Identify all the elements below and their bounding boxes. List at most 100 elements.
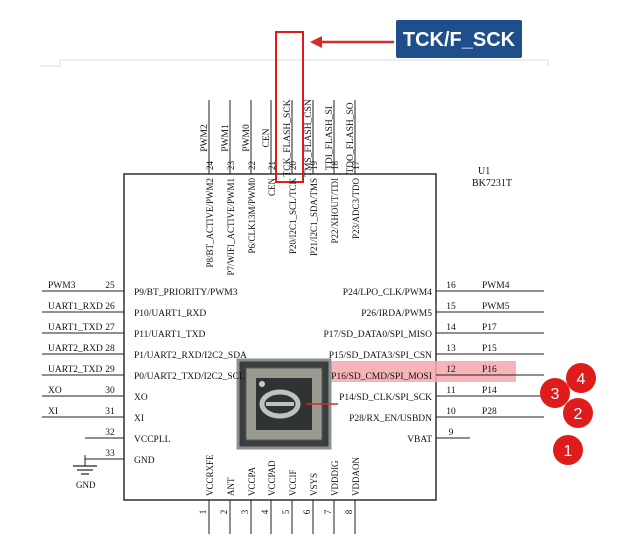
net-label: XI: [48, 407, 58, 417]
pin-name: P14/SD_CLK/SPI_SCK: [339, 393, 432, 403]
pin-name: P6/CLK13M/PWM0: [247, 178, 257, 254]
pin-number: 15: [446, 302, 456, 312]
net-label: P15: [482, 344, 497, 354]
chip-body: [123, 173, 437, 501]
pin-name: VCCPA: [247, 466, 257, 496]
pin-number: 22: [247, 161, 257, 170]
pin-name: P1/UART2_RXD/I2C2_SDA: [134, 351, 247, 361]
pin-number: 28: [105, 344, 115, 354]
pin-number: 11: [446, 386, 455, 396]
callout-label: TCK/F_SCK: [403, 29, 516, 51]
net-label: CEN: [262, 128, 272, 147]
pin-name: P20/I2C1_SCL/TCK: [288, 178, 298, 255]
pin-number: 32: [105, 428, 115, 438]
number-marker: 4: [566, 363, 596, 393]
pin-number: 3: [240, 509, 250, 514]
pin-number: 9: [449, 428, 454, 438]
pin-name: VCCRXFE: [205, 454, 215, 496]
pin-name: ANT: [226, 477, 236, 496]
pin-name: P23/ADC3/TDO: [351, 178, 361, 240]
callout-background: [396, 20, 522, 58]
net-label: TDI_FLASH_SI: [325, 106, 335, 170]
pin-number: 31: [105, 407, 115, 417]
ground-label: GND: [76, 480, 96, 490]
pin-name: VBAT: [407, 435, 432, 445]
net-label: PWM2: [200, 124, 210, 152]
number-marker: 2: [563, 398, 593, 428]
pin-number: 12: [446, 365, 456, 375]
pin-number: 13: [446, 344, 456, 354]
net-label: TCK_FLASH_SCK: [283, 99, 293, 176]
pin-name: P11/UART1_TXD: [134, 330, 206, 340]
net-label: P16: [482, 365, 497, 375]
pin-number: 4: [260, 509, 270, 514]
pin-number: 30: [105, 386, 115, 396]
net-label: UART1_RXD: [48, 302, 103, 312]
net-label: XO: [48, 386, 62, 396]
pin-name: P16/SD_CMD/SPI_MOSI: [331, 372, 432, 382]
bottom-pin-group: 1VCCRXFE2ANT3VCCPA4VCCPAD5VCCIF6VSYS7VDD…: [198, 454, 361, 534]
pin-name: VDDDIG: [330, 460, 340, 496]
pin-name: P24/LPO_CLK/PWM4: [343, 288, 432, 298]
pin-number: 33: [105, 449, 115, 459]
pin-name: P21/I2C1_SDA/TMS: [309, 178, 319, 256]
net-label: UART1_TXD: [48, 323, 102, 333]
pin-name: P8/BT_ACTIVE/PWM2: [205, 178, 215, 268]
pin-number: 20: [288, 161, 298, 171]
pin-name: P9/BT_PRIORITY/PWM3: [134, 288, 238, 298]
pin-number: 24: [205, 161, 215, 171]
pin-number: 10: [446, 407, 456, 417]
pin-name: P15/SD_DATA3/SPI_CSN: [329, 351, 432, 361]
bottom-pin: 3 VCCPA: [240, 466, 257, 534]
net-label: UART2_TXD: [48, 365, 102, 375]
net-label: P17: [482, 323, 497, 333]
pin-number: 25: [105, 281, 115, 291]
net-label: PWM5: [482, 302, 510, 312]
pin-number: 19: [309, 161, 319, 171]
pin-name: VSYS: [309, 473, 319, 496]
pin-number: 5: [281, 509, 291, 514]
net-label: UART2_RXD: [48, 344, 103, 354]
chip-part-number: BK7231T: [472, 178, 512, 189]
number-marker: 1: [553, 435, 583, 465]
pin-name: CEN: [267, 177, 277, 196]
pin-name: GND: [134, 456, 155, 466]
net-label: PWM1: [221, 124, 231, 152]
pin-number: 1: [198, 510, 208, 515]
pin-name: P0/UART2_TXD/I2C2_SCL: [134, 372, 245, 382]
net-label: PWM3: [48, 281, 76, 291]
net-label: P28: [482, 407, 497, 417]
net-label: PWM0: [242, 124, 252, 152]
pin-number: 18: [330, 161, 340, 171]
pin-name: P28/RX_EN/USBDN: [349, 414, 432, 424]
net-label: P14: [482, 386, 497, 396]
pin-name: P10/UART1_RXD: [134, 309, 206, 319]
pin-name: P17/SD_DATA0/SPI_MISO: [323, 330, 432, 340]
pin-number: 27: [105, 323, 115, 333]
